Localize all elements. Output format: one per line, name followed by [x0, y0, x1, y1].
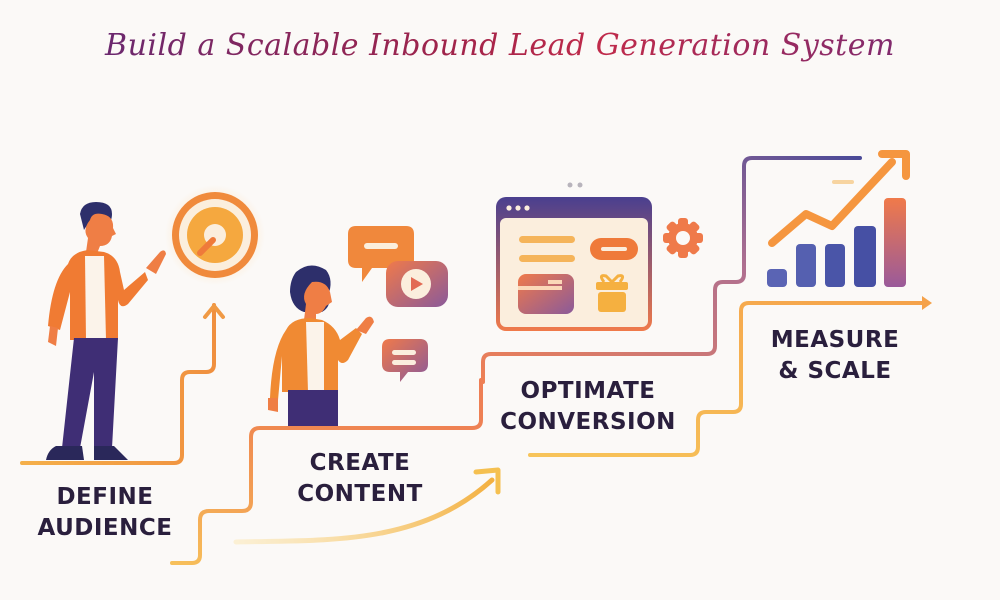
gift-icon — [596, 274, 628, 312]
play-icon — [411, 277, 423, 291]
stair-line-3 — [481, 156, 862, 384]
step-label-define-audience: DEFINE AUDIENCE — [20, 482, 190, 544]
step-2-line-2: CONTENT — [297, 481, 423, 507]
step-3-line-2: CONVERSION — [500, 409, 676, 435]
up-arrow-icon — [203, 304, 225, 319]
man-shirt — [85, 256, 106, 340]
man-pointing-hand — [146, 250, 166, 274]
step-1-line-2: AUDIENCE — [37, 515, 173, 541]
growth-chart-icon — [767, 150, 910, 287]
step-4-line-1: MEASURE — [770, 327, 900, 353]
browser-window-icon — [496, 182, 652, 331]
page-title: Build a Scalable Inbound Lead Generation… — [0, 28, 1000, 63]
step-label-measure-scale: MEASURE & SCALE — [760, 325, 910, 387]
stair-line-2 — [170, 378, 483, 565]
woman-figure — [268, 265, 374, 426]
step-1-line-1: DEFINE — [56, 484, 154, 510]
trend-arrow-head-icon — [878, 150, 910, 180]
step-label-create-content: CREATE CONTENT — [280, 448, 440, 510]
step-label-optimate-conversion: OPTIMATE CONVERSION — [498, 376, 678, 438]
trend-arrow-line — [768, 158, 896, 247]
chat-video-icon — [348, 226, 448, 382]
step-2-line-1: CREATE — [309, 450, 411, 476]
stair-line-1 — [20, 303, 216, 465]
curved-arrow-line — [233, 477, 495, 545]
man-pants — [62, 338, 118, 448]
target-icon — [165, 185, 265, 285]
curved-arrow-head-icon — [473, 467, 501, 495]
stair-line-4 — [528, 301, 930, 457]
step-3-line-1: OPTIMATE — [520, 378, 656, 404]
credit-card-icon — [518, 274, 574, 314]
man-figure — [46, 202, 166, 460]
step-4-line-2: & SCALE — [778, 358, 892, 384]
right-arrow-icon — [922, 296, 932, 310]
gear-icon — [663, 218, 703, 258]
woman-pants — [288, 390, 338, 426]
